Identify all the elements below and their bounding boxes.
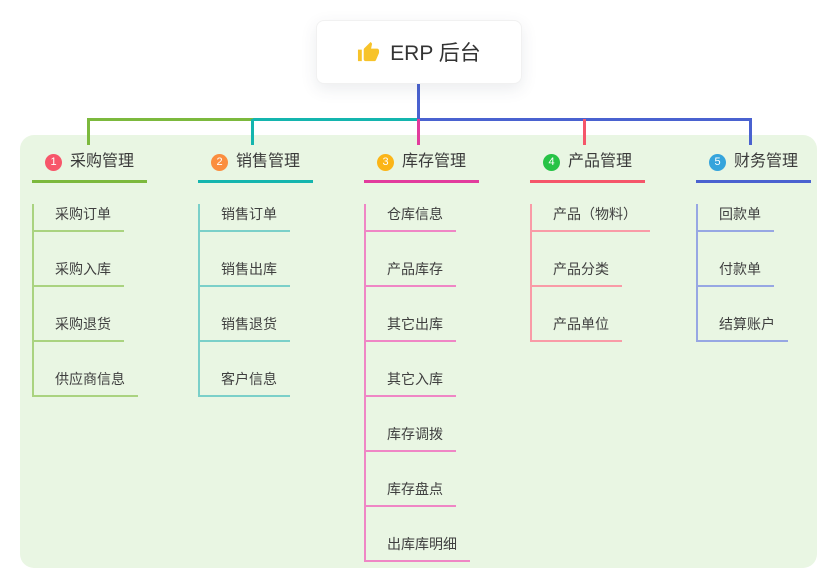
branch-product-management: 4 产品管理 产品（物料） 产品分类 产品单位	[530, 146, 650, 342]
branch-number-badge: 5	[709, 153, 726, 171]
branch-children-product: 产品（物料） 产品分类 产品单位	[530, 204, 650, 342]
child-node: 销售出库	[200, 259, 290, 287]
child-node: 采购入库	[34, 259, 124, 287]
branch-children-finance: 回款单 付款单 结算账户	[696, 204, 788, 342]
branch-label: 财务管理	[734, 153, 799, 170]
child-node: 结算账户	[698, 314, 788, 342]
branch-number-badge: 1	[45, 153, 62, 171]
branch-label: 销售管理	[236, 153, 301, 170]
root-node-erp-backend: ERP 后台	[316, 20, 522, 84]
mindmap-background-panel	[20, 135, 817, 568]
thumbs-up-icon	[357, 41, 380, 64]
child-node: 付款单	[698, 259, 774, 287]
root-node-label: ERP 后台	[390, 42, 481, 65]
branch-number-badge: 3	[377, 153, 394, 171]
child-node: 回款单	[698, 204, 774, 232]
child-node: 销售订单	[200, 204, 290, 232]
branch-drop-line-3	[417, 119, 420, 145]
bus-line-left	[87, 118, 254, 121]
child-node: 产品（物料）	[532, 204, 650, 232]
child-node: 产品库存	[366, 259, 456, 287]
branch-header-product: 4 产品管理	[530, 146, 645, 183]
branch-number-badge: 4	[543, 153, 560, 171]
branch-header-sales: 2 销售管理	[198, 146, 313, 183]
child-node: 采购退货	[34, 314, 124, 342]
branch-number-badge: 2	[211, 153, 228, 171]
branch-drop-line-2	[251, 119, 254, 145]
branch-children-sales: 销售订单 销售出库 销售退货 客户信息	[198, 204, 290, 397]
bus-line-middle	[253, 118, 418, 121]
child-node: 出库库明细	[366, 534, 470, 562]
branch-label: 产品管理	[568, 153, 633, 170]
child-node: 其它出库	[366, 314, 456, 342]
child-node: 产品单位	[532, 314, 622, 342]
child-node: 其它入库	[366, 369, 456, 397]
branch-header-inventory: 3 库存管理	[364, 146, 479, 183]
branch-purchase-management: 1 采购管理 采购订单 采购入库 采购退货 供应商信息	[32, 146, 147, 397]
child-node: 供应商信息	[34, 369, 138, 397]
child-node: 库存盘点	[366, 479, 456, 507]
child-node: 销售退货	[200, 314, 290, 342]
child-node: 采购订单	[34, 204, 124, 232]
branch-header-purchase: 1 采购管理	[32, 146, 147, 183]
branch-header-finance: 5 财务管理	[696, 146, 811, 183]
branch-inventory-management: 3 库存管理 仓库信息 产品库存 其它出库 其它入库 库存调拨 库存盘点 出库库…	[364, 146, 479, 562]
branch-children-inventory: 仓库信息 产品库存 其它出库 其它入库 库存调拨 库存盘点 出库库明细	[364, 204, 470, 562]
branch-label: 库存管理	[402, 153, 467, 170]
branch-drop-line-5	[749, 119, 752, 145]
child-node: 库存调拨	[366, 424, 456, 452]
branch-sales-management: 2 销售管理 销售订单 销售出库 销售退货 客户信息	[198, 146, 313, 397]
branch-drop-line-1	[87, 119, 90, 145]
branch-label: 采购管理	[70, 153, 135, 170]
branch-finance-management: 5 财务管理 回款单 付款单 结算账户	[696, 146, 811, 342]
child-node: 客户信息	[200, 369, 290, 397]
child-node: 仓库信息	[366, 204, 456, 232]
branch-children-purchase: 采购订单 采购入库 采购退货 供应商信息	[32, 204, 138, 397]
child-node: 产品分类	[532, 259, 622, 287]
branch-drop-line-4	[583, 119, 586, 145]
root-stem-line	[417, 84, 420, 120]
